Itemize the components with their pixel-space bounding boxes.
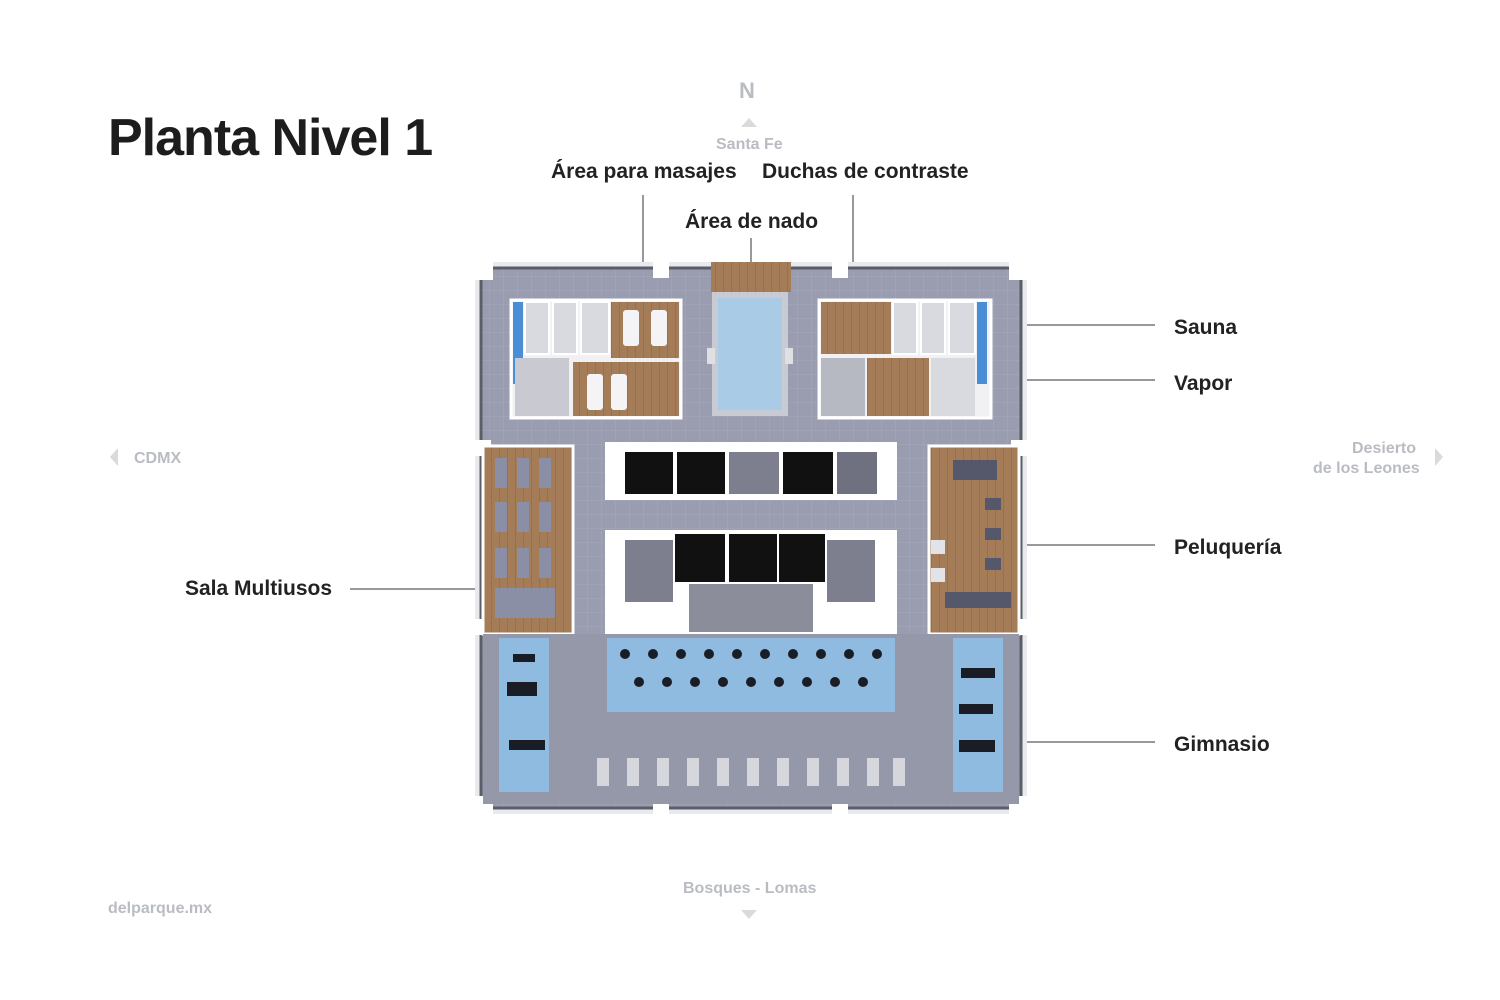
label-salon: Peluquería bbox=[1174, 536, 1282, 559]
label-steam: Vapor bbox=[1174, 372, 1233, 395]
footer-website: delparque.mx bbox=[108, 900, 213, 917]
direction-west-label: CDMX bbox=[134, 450, 182, 467]
direction-east-label-line1: Desierto bbox=[1352, 440, 1417, 457]
south-arrow-icon bbox=[741, 910, 757, 919]
north-letter: N bbox=[739, 78, 755, 103]
label-contrast-showers: Duchas de contraste bbox=[762, 160, 969, 183]
direction-north-label: Santa Fe bbox=[716, 136, 783, 153]
north-arrow-icon bbox=[741, 118, 757, 127]
direction-south-label: Bosques - Lomas bbox=[683, 880, 817, 897]
label-swim-area: Área de nado bbox=[685, 210, 819, 233]
label-sauna: Sauna bbox=[1174, 316, 1238, 339]
page-title: Planta Nivel 1 bbox=[108, 109, 433, 167]
label-gym: Gimnasio bbox=[1174, 733, 1270, 756]
floor-plan bbox=[475, 262, 1027, 814]
east-arrow-icon bbox=[1435, 448, 1443, 466]
direction-east-label-line2: de los Leones bbox=[1313, 460, 1420, 477]
label-multipurpose-room: Sala Multiusos bbox=[185, 577, 333, 600]
label-massage-area: Área para masajes bbox=[551, 160, 737, 183]
west-arrow-icon bbox=[110, 448, 118, 466]
